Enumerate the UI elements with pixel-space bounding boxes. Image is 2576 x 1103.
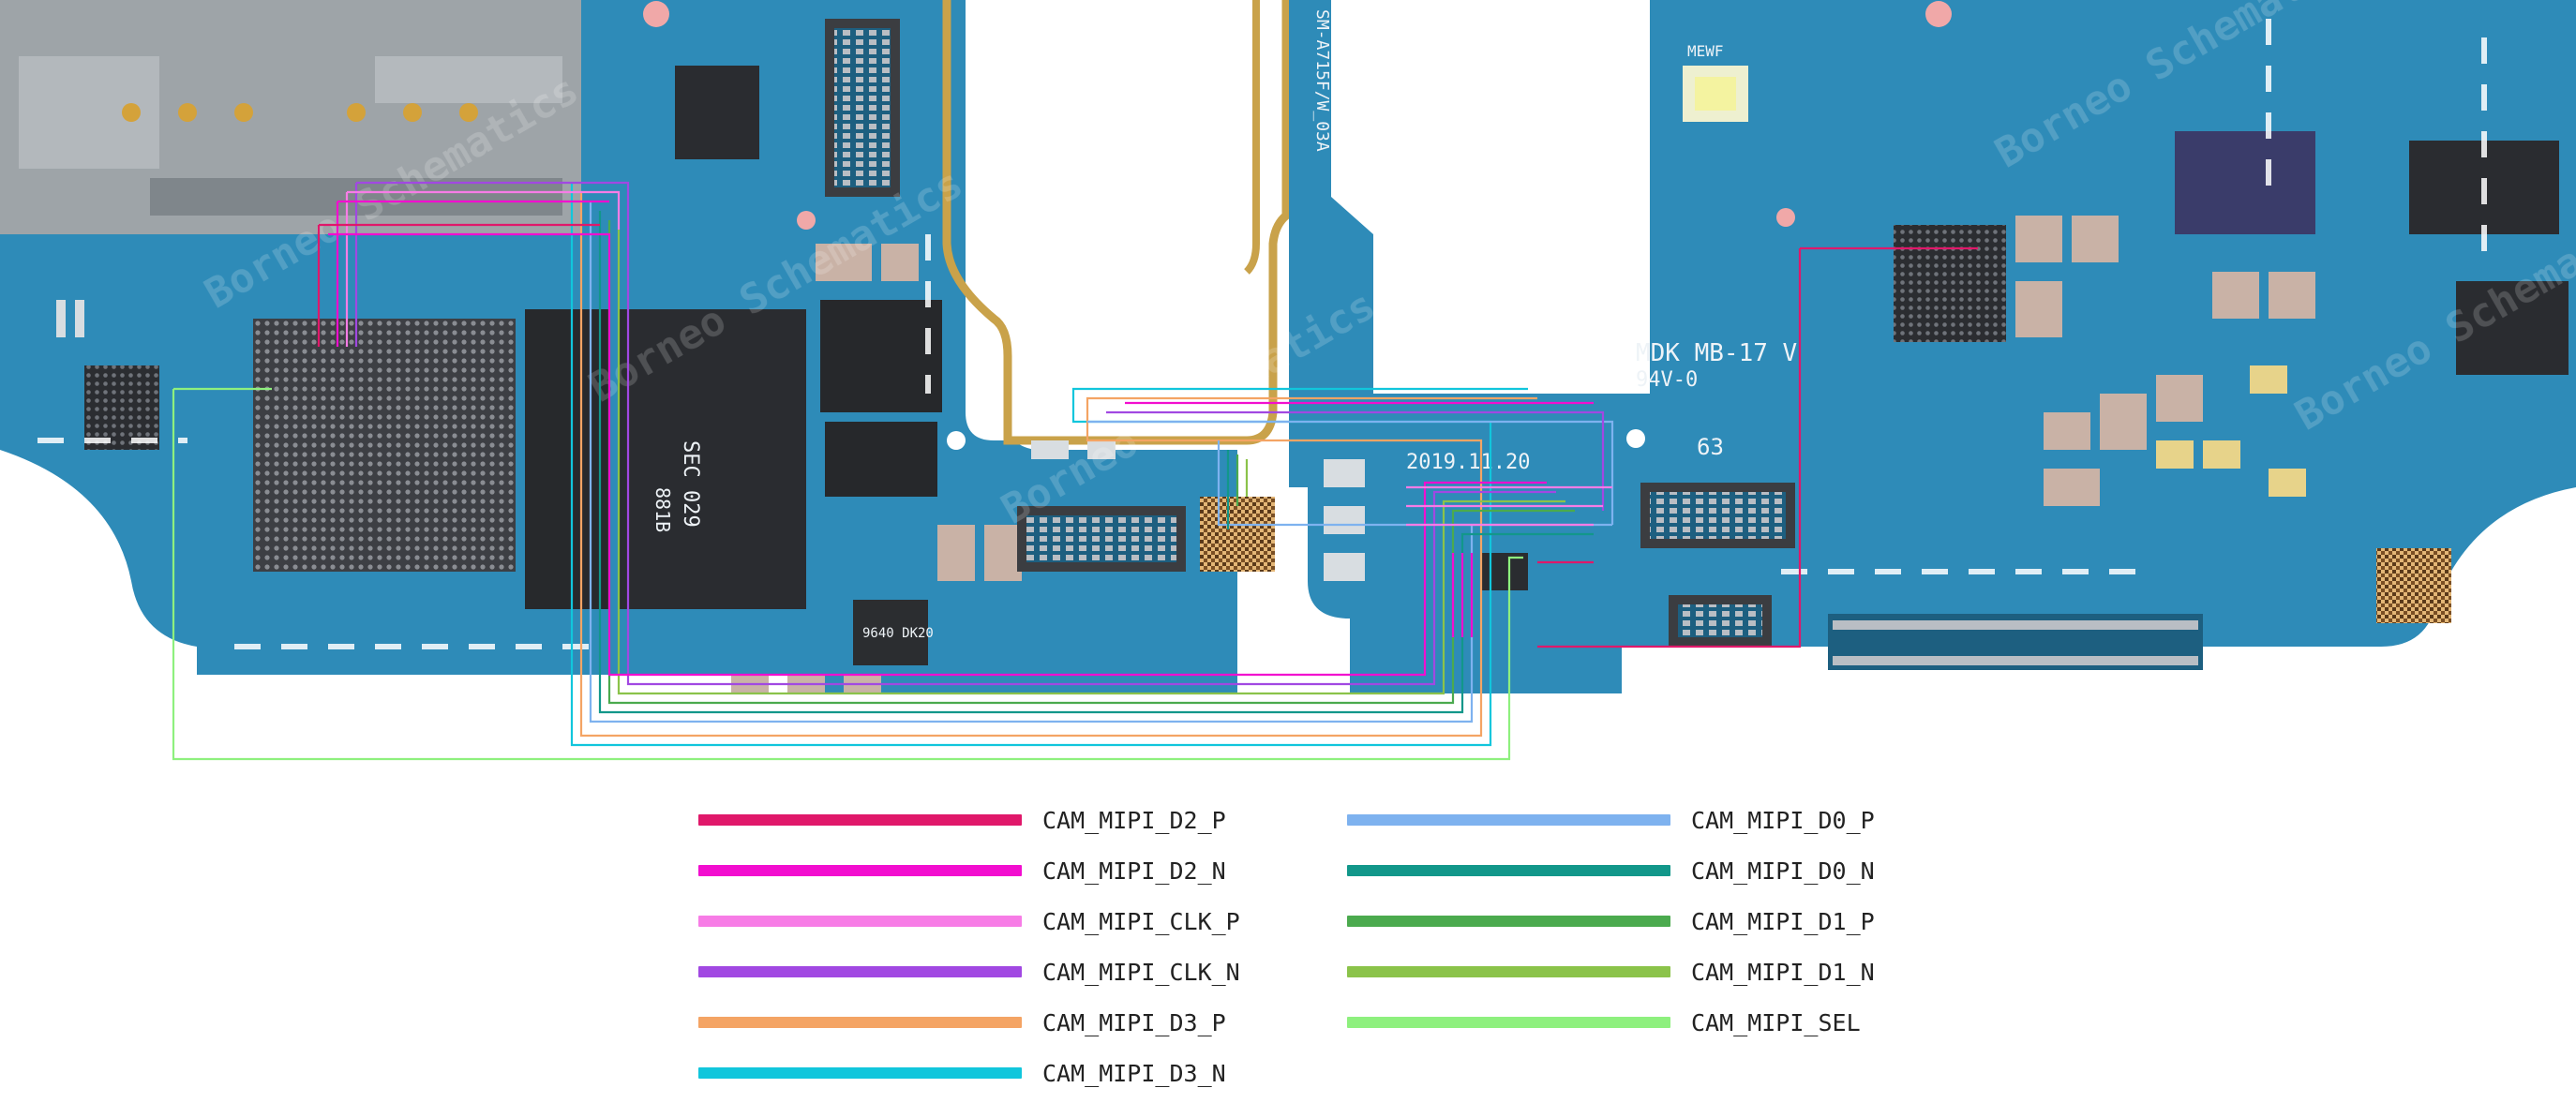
- model-label-vertical: SM-A715F/W_03A: [1312, 9, 1332, 152]
- chip-marking-top: SEC 029: [679, 440, 702, 528]
- legend-label: CAM_MIPI_D1_P: [1691, 907, 1875, 935]
- right-board: MEWF: [1308, 0, 2576, 693]
- legend-swatch: [1347, 966, 1670, 977]
- legend: CAM_MIPI_D2_P CAM_MIPI_D2_N CAM_MIPI_CLK…: [0, 806, 2576, 1103]
- legend-swatch: [698, 966, 1022, 977]
- legend-item-d0-p: CAM_MIPI_D0_P: [1347, 806, 1875, 834]
- legend-item-d3-p: CAM_MIPI_D3_P: [698, 1008, 1226, 1036]
- legend-swatch: [1347, 865, 1670, 876]
- trace-cam-mipi-d0-n: [598, 211, 1594, 714]
- legend-item-d1-p: CAM_MIPI_D1_P: [1347, 907, 1875, 935]
- board-id-label: MDK MB-17 V: [1636, 339, 1797, 367]
- legend-item-d2-n: CAM_MIPI_D2_N: [698, 857, 1226, 885]
- board-date-label: 2019.11.20: [1406, 451, 1530, 474]
- legend-swatch: [1347, 916, 1670, 927]
- board-mark-63: 63: [1697, 434, 1724, 460]
- board-code-label: 94V-0: [1636, 368, 1698, 392]
- legend-item-sel: CAM_MIPI_SEL: [1347, 1008, 1861, 1036]
- legend-swatch: [698, 916, 1022, 927]
- legend-swatch: [698, 814, 1022, 826]
- legend-item-d0-n: CAM_MIPI_D0_N: [1347, 857, 1875, 885]
- legend-swatch: [1347, 1017, 1670, 1028]
- trace-cam-mipi-d3-p: [579, 192, 1537, 738]
- trace-cam-mipi-clk-p: [345, 190, 621, 347]
- legend-swatch: [698, 1067, 1022, 1079]
- trace-cam-mipi-d1-n: [617, 230, 1565, 695]
- legend-label: CAM_MIPI_D2_P: [1042, 806, 1226, 834]
- legend-item-clk-n: CAM_MIPI_CLK_N: [698, 958, 1240, 986]
- legend-label: CAM_MIPI_D3_N: [1042, 1059, 1226, 1087]
- chip-marking-small: 9640 DK20: [862, 626, 934, 641]
- legend-label: CAM_MIPI_D0_N: [1691, 857, 1875, 885]
- legend-swatch: [698, 865, 1022, 876]
- legend-item-clk-p: CAM_MIPI_CLK_P: [698, 907, 1240, 935]
- legend-label: CAM_MIPI_D0_P: [1691, 806, 1875, 834]
- legend-label: CAM_MIPI_SEL: [1691, 1008, 1861, 1036]
- trace-cam-mipi-d2-p: [317, 223, 1978, 648]
- legend-label: CAM_MIPI_D1_N: [1691, 958, 1875, 986]
- chip-marking-mid: 881B: [651, 487, 674, 532]
- legend-item-d3-n: CAM_MIPI_D3_N: [698, 1059, 1226, 1087]
- center-flex: SM-A715F/W_03A: [1244, 0, 1373, 487]
- legend-item-d2-p: CAM_MIPI_D2_P: [698, 806, 1226, 834]
- legend-item-d1-n: CAM_MIPI_D1_N: [1347, 958, 1875, 986]
- pcb-board-diagram: SEC 029 881B 9640 DK20: [0, 0, 2576, 761]
- trace-cam-mipi-clk-n: [354, 181, 1556, 686]
- trace-cam-mipi-sel: [172, 387, 1523, 761]
- flash-mark: MEWF: [1687, 42, 1724, 60]
- legend-label: CAM_MIPI_D3_P: [1042, 1008, 1226, 1036]
- legend-label: CAM_MIPI_CLK_N: [1042, 958, 1240, 986]
- legend-label: CAM_MIPI_D2_N: [1042, 857, 1226, 885]
- legend-swatch: [1347, 814, 1670, 826]
- legend-label: CAM_MIPI_CLK_P: [1042, 907, 1240, 935]
- legend-swatch: [698, 1017, 1022, 1028]
- signal-traces: [172, 181, 1978, 761]
